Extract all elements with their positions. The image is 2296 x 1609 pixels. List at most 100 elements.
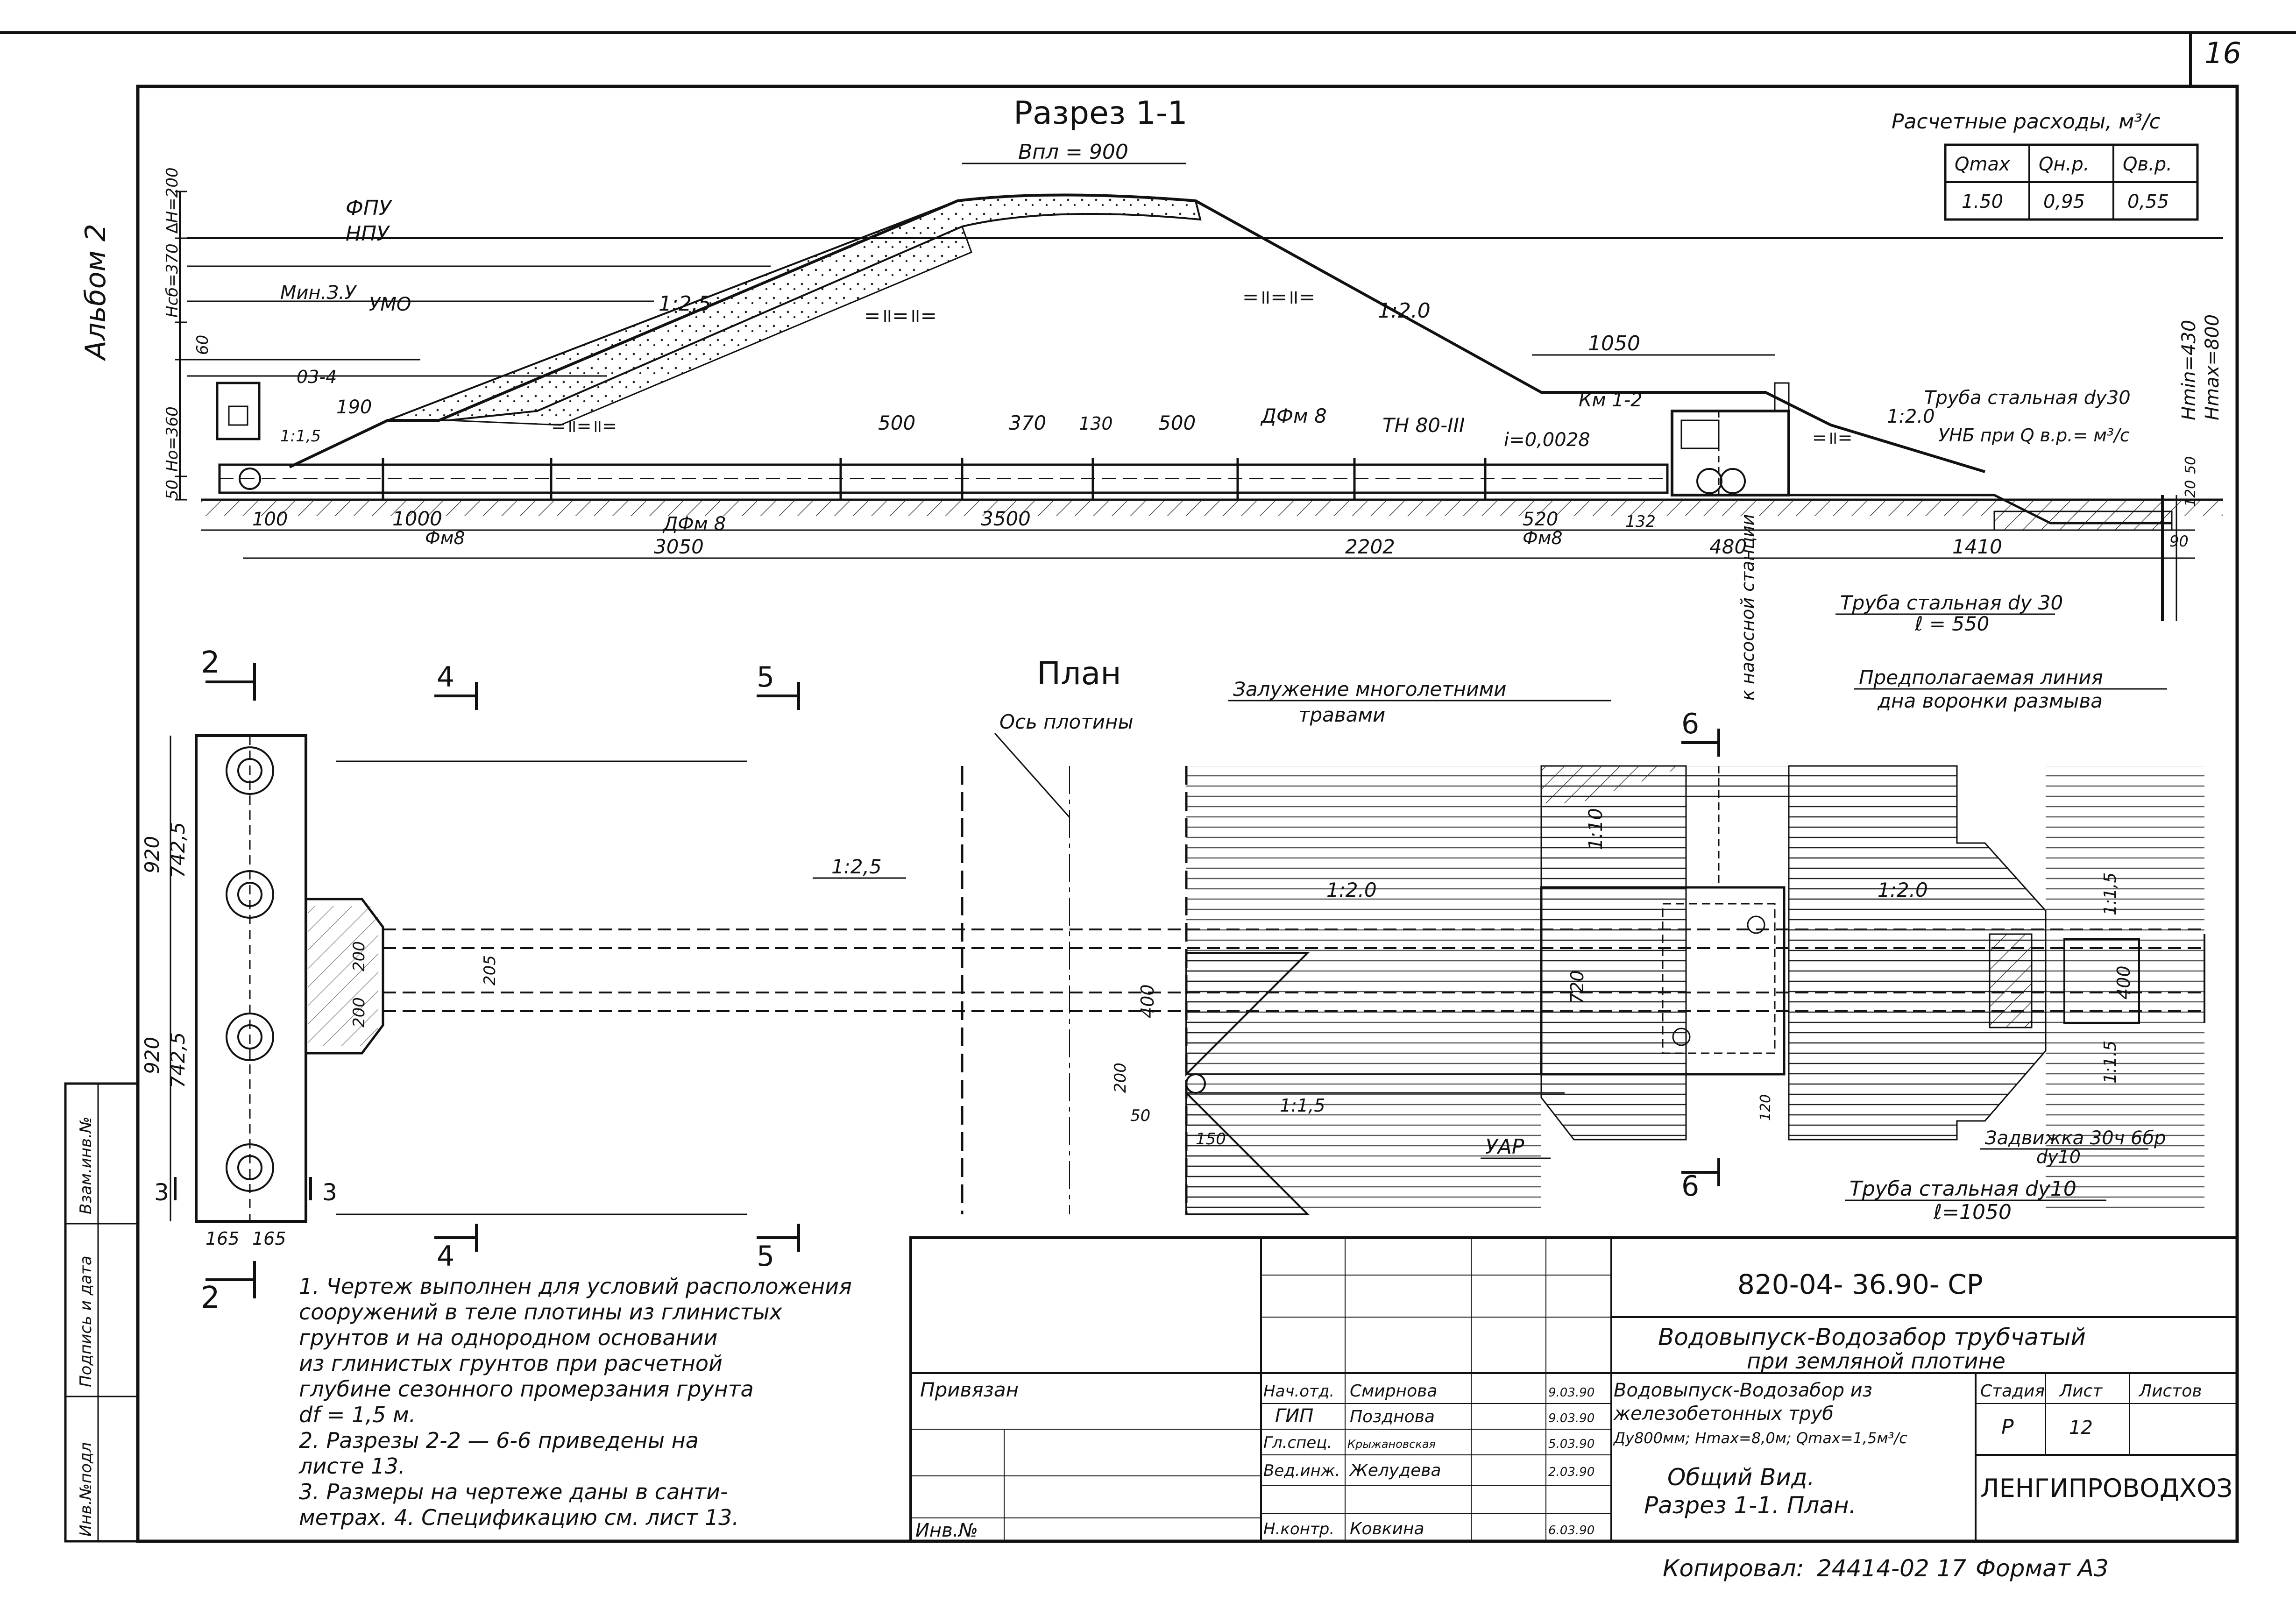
note-line-2: сооружений в теле плотины из глинистых (299, 1299, 783, 1325)
label-right-50: 50 (2183, 456, 2199, 474)
label-fm-right: Фм8 (1523, 528, 1563, 548)
label-well: Км 1-2 (1579, 390, 1643, 411)
svg-text:=॥=॥=: =॥=॥= (1242, 285, 1315, 308)
dim-s-165b: 165 (252, 1228, 286, 1249)
tb-role-4: Вед.инж. (1263, 1461, 1340, 1480)
dim-top-370: 370 (1009, 411, 1046, 434)
dim-dh: ∆H=200 (163, 167, 182, 234)
tb-name-a: Смирнова (1350, 1382, 1437, 1401)
slope-inlet: 1:1,5 (280, 427, 321, 446)
tb-stage: Р (2001, 1415, 2014, 1439)
dim-bot-3050: 3050 (654, 535, 704, 558)
note-line-4: из глинистых грунтов при расчетной (299, 1351, 723, 1376)
notes-block: 1. Чертеж выполнен для условий расположе… (298, 1274, 852, 1530)
dim-920-a: 920 (141, 836, 163, 873)
label-pipe-steel: Труба стальная dу30 (1924, 387, 2131, 409)
tb-name-b: Позднова (1350, 1407, 1435, 1426)
dim-bot-2202: 2202 (1345, 535, 1395, 558)
dim-s-205: 205 (481, 955, 499, 985)
dim-bot-100: 100 (252, 509, 288, 530)
plan-slope-7: 1:1.5 (2101, 1041, 2120, 1084)
slope-downstream: 1:2.0 (1378, 299, 1431, 323)
level-fpu: ФПУ (346, 196, 393, 220)
tb-name-c: Крыжановская (1347, 1438, 1436, 1451)
dim-top-500a: 500 (878, 411, 915, 434)
tb-desc-2: железобетонных труб (1613, 1403, 1834, 1425)
cut-6-bottom: 6 (1681, 1170, 1699, 1203)
label-unb: УНБ при Q в.р.= м³/с (1938, 425, 2130, 446)
note-line-10: метрах. 4. Спецификацию см. лист 13. (299, 1505, 739, 1530)
cut-5-top: 5 (757, 661, 774, 694)
erosion-note-2: дна воронки размыва (1877, 689, 2103, 712)
note-line-7: 2. Разрезы 2-2 — 6-6 приведены на (299, 1428, 699, 1453)
tb-inv: Инв.№ (915, 1520, 978, 1541)
tb-stage-h: Стадия (1980, 1382, 2045, 1401)
tb-role-5: Н.контр. (1263, 1520, 1334, 1538)
valve-label-1: Задвижка 30ч 6бр (1985, 1127, 2166, 1149)
dim-bot-1000: 1000 (392, 507, 442, 530)
stamp-vzam: Взам.инв.№ (77, 1117, 95, 1214)
tb-desc-1: Водовыпуск-Водозабор из (1614, 1380, 1872, 1401)
section-drawing: Разрез 1-1 =॥=॥= =॥=॥= =॥=॥= =॥= (163, 95, 2223, 712)
tb-desc-3: Дy800мм; Hmax=8,0м; Qmax=1,5м³/с (1613, 1429, 1907, 1447)
flow-h-qnr: Qн.р. (2039, 154, 2089, 175)
dim-hsb: Hсб=370 (163, 243, 182, 318)
pump-note: к насосной станции (1737, 514, 1758, 701)
album-label: Альбом 2 (79, 224, 112, 361)
level-min: Мин.З.У (280, 282, 357, 304)
erosion-note-1: Предполагаемая линия (1859, 666, 2103, 689)
tb-sheet: 12 (2069, 1417, 2093, 1439)
section-title: Разрез 1-1 (1013, 95, 1188, 132)
plan-slope-5: 1:1,5 (1280, 1095, 1325, 1116)
dim-top-130: 130 (1079, 413, 1113, 434)
note-line-9: 3. Размеры на чертеже даны в санти- (299, 1479, 728, 1504)
dim-bot-1410: 1410 (1952, 535, 2002, 558)
cut-5-bottom: 5 (757, 1240, 774, 1273)
flow-v-qnr: 0,95 (2043, 191, 2085, 213)
sheet-number: 16 (2204, 36, 2241, 70)
label-hmin: Hmin=430 (2178, 320, 2200, 420)
tb-name-2: при земляной плотине (1747, 1348, 2005, 1374)
plan-slope-3: 1:10 (1585, 808, 1607, 850)
uar-label: УАР (1485, 1135, 1524, 1159)
stamp-inv: Инв.№подл (77, 1442, 95, 1537)
label-right-90: 90 (2169, 532, 2189, 550)
note-line-5: глубине сезонного промерзания грунта (299, 1376, 754, 1402)
tb-name-d: Желудева (1349, 1461, 1441, 1480)
dim-s-400a: 400 (1137, 984, 1158, 1018)
dim-top-500b: 500 (1158, 411, 1196, 434)
flow-v-qvr: 0,55 (2127, 191, 2169, 213)
tb-privyazan: Привязан (920, 1378, 1019, 1401)
note-line-1: 1. Чертеж выполнен для условий расположе… (299, 1274, 852, 1299)
plan-title: План (1037, 655, 1121, 692)
dim-top-190: 190 (336, 397, 372, 418)
tb-date-5: 6.03.90 (1548, 1524, 1594, 1538)
valve-label-2: dу10 (2036, 1147, 2081, 1167)
plan-slope-6: 1:1,5 (2101, 872, 2120, 915)
level-npu: НПУ (346, 222, 390, 246)
tb-date-3: 5.03.90 (1548, 1437, 1594, 1451)
slope-outlet: 1:2.0 (1887, 406, 1935, 427)
dim-60: 60 (193, 335, 212, 355)
level-umo: УМО (369, 294, 411, 315)
dim-s-200c: 200 (1111, 1063, 1130, 1093)
dim-920-b: 920 (141, 1037, 163, 1074)
cut-2-bottom: 2 (201, 1281, 220, 1315)
note-line-8: листе 13. (298, 1453, 405, 1479)
dim-s-50: 50 (1130, 1106, 1150, 1125)
dim-s-200b: 200 (350, 997, 368, 1028)
flow-v-qmax: 1.50 (1962, 191, 2003, 213)
flow-h-qvr: Qв.р. (2123, 154, 2172, 175)
cut-6-top: 6 (1681, 708, 1699, 740)
dim-50: 50 (163, 480, 182, 500)
tb-date-2: 9.03.90 (1548, 1411, 1594, 1425)
label-hmax: Hmax=800 (2202, 314, 2223, 420)
dim-top-1050: 1050 (1588, 332, 1640, 355)
dim-742-a: 742,5 (166, 822, 189, 878)
cut-2-top: 2 (201, 645, 220, 680)
cut-3-right: 3 (322, 1179, 337, 1206)
flow-h-qmax: Qmax (1955, 154, 2010, 175)
tb-copied: Копировал: (1663, 1555, 1804, 1582)
side-stamp: Инв.№подл Подпись и дата Взам.инв.№ (64, 1082, 139, 1543)
